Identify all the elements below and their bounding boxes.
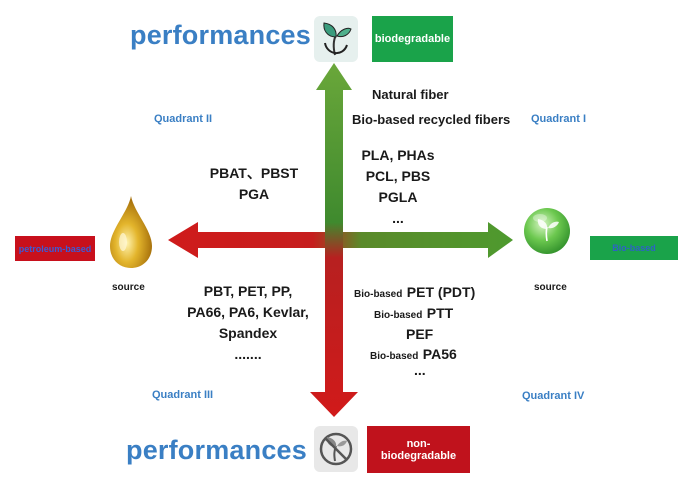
quadrant-2-list: PBAT、PBST PGA <box>196 163 312 205</box>
vertical-axis-arrow <box>310 63 358 417</box>
quadrant-3-label: Quadrant III <box>152 389 214 401</box>
bottom-performances-label: performances <box>126 435 307 465</box>
list-item: ....... <box>234 346 262 362</box>
q4-row-ptt: Bio-based PTT <box>374 303 453 324</box>
quadrant-1-label: Quadrant I <box>531 113 587 125</box>
right-source-label: source <box>534 282 567 293</box>
list-item: PLA, PHAs <box>361 147 435 163</box>
q4-row-pet: Bio-based PET (PDT) <box>354 282 475 303</box>
left-source-label: source <box>112 282 145 293</box>
non-biodegradable-badge-line1: non- <box>406 437 431 450</box>
quadrant-3-list: PBT, PET, PP, PA66, PA6, Kevlar, Spandex… <box>168 281 328 365</box>
q4-row-ellipsis: ... <box>414 360 426 381</box>
petroleum-based-badge: petroleum-based <box>15 236 95 261</box>
quadrant-1-list: PLA, PHAs PCL, PBS PGLA ... <box>346 145 450 229</box>
polymer-name: PEF <box>406 326 434 342</box>
no-sprout-icon <box>313 425 359 473</box>
list-item: PGLA <box>378 189 418 205</box>
bio-based-recycled-fibers-label: Bio-based recycled fibers <box>352 112 511 127</box>
list-item: PBAT、PBST <box>209 165 299 181</box>
polymer-name: PET (PDT) <box>406 284 476 300</box>
quadrant-4-label: Quadrant IV <box>522 390 585 402</box>
biodegradable-badge: biodegradable <box>372 16 453 62</box>
list-item: ... <box>392 210 404 226</box>
sprout-leaf-icon <box>313 15 359 63</box>
green-globe-leaf-icon <box>522 205 572 257</box>
list-item: Spandex <box>218 325 278 341</box>
bio-based-badge: Bio-based <box>590 236 678 260</box>
bio-based-prefix: Bio-based <box>370 351 419 362</box>
polymer-name: PTT <box>426 305 454 321</box>
non-biodegradable-badge: non- biodegradable <box>367 426 470 473</box>
bio-based-prefix: Bio-based <box>374 310 423 321</box>
non-biodegradable-badge-line2: biodegradable <box>380 449 457 462</box>
quadrant-2-label: Quadrant II <box>154 113 213 125</box>
list-item: PA66, PA6, Kevlar, <box>187 304 309 320</box>
polymer-name: ... <box>414 362 426 378</box>
bio-based-prefix: Bio-based <box>354 289 403 300</box>
q4-row-pa56: Bio-based PA56 <box>370 344 457 365</box>
q4-row-pef: PEF <box>406 324 433 345</box>
list-item: PCL, PBS <box>365 168 431 184</box>
natural-fiber-label: Natural fiber <box>372 87 449 102</box>
list-item: PGA <box>238 186 270 202</box>
list-item: PBT, PET, PP, <box>203 283 293 299</box>
top-performances-label: performances <box>130 20 311 50</box>
polymer-name: PA56 <box>422 346 457 362</box>
oil-drop-icon <box>106 194 156 270</box>
